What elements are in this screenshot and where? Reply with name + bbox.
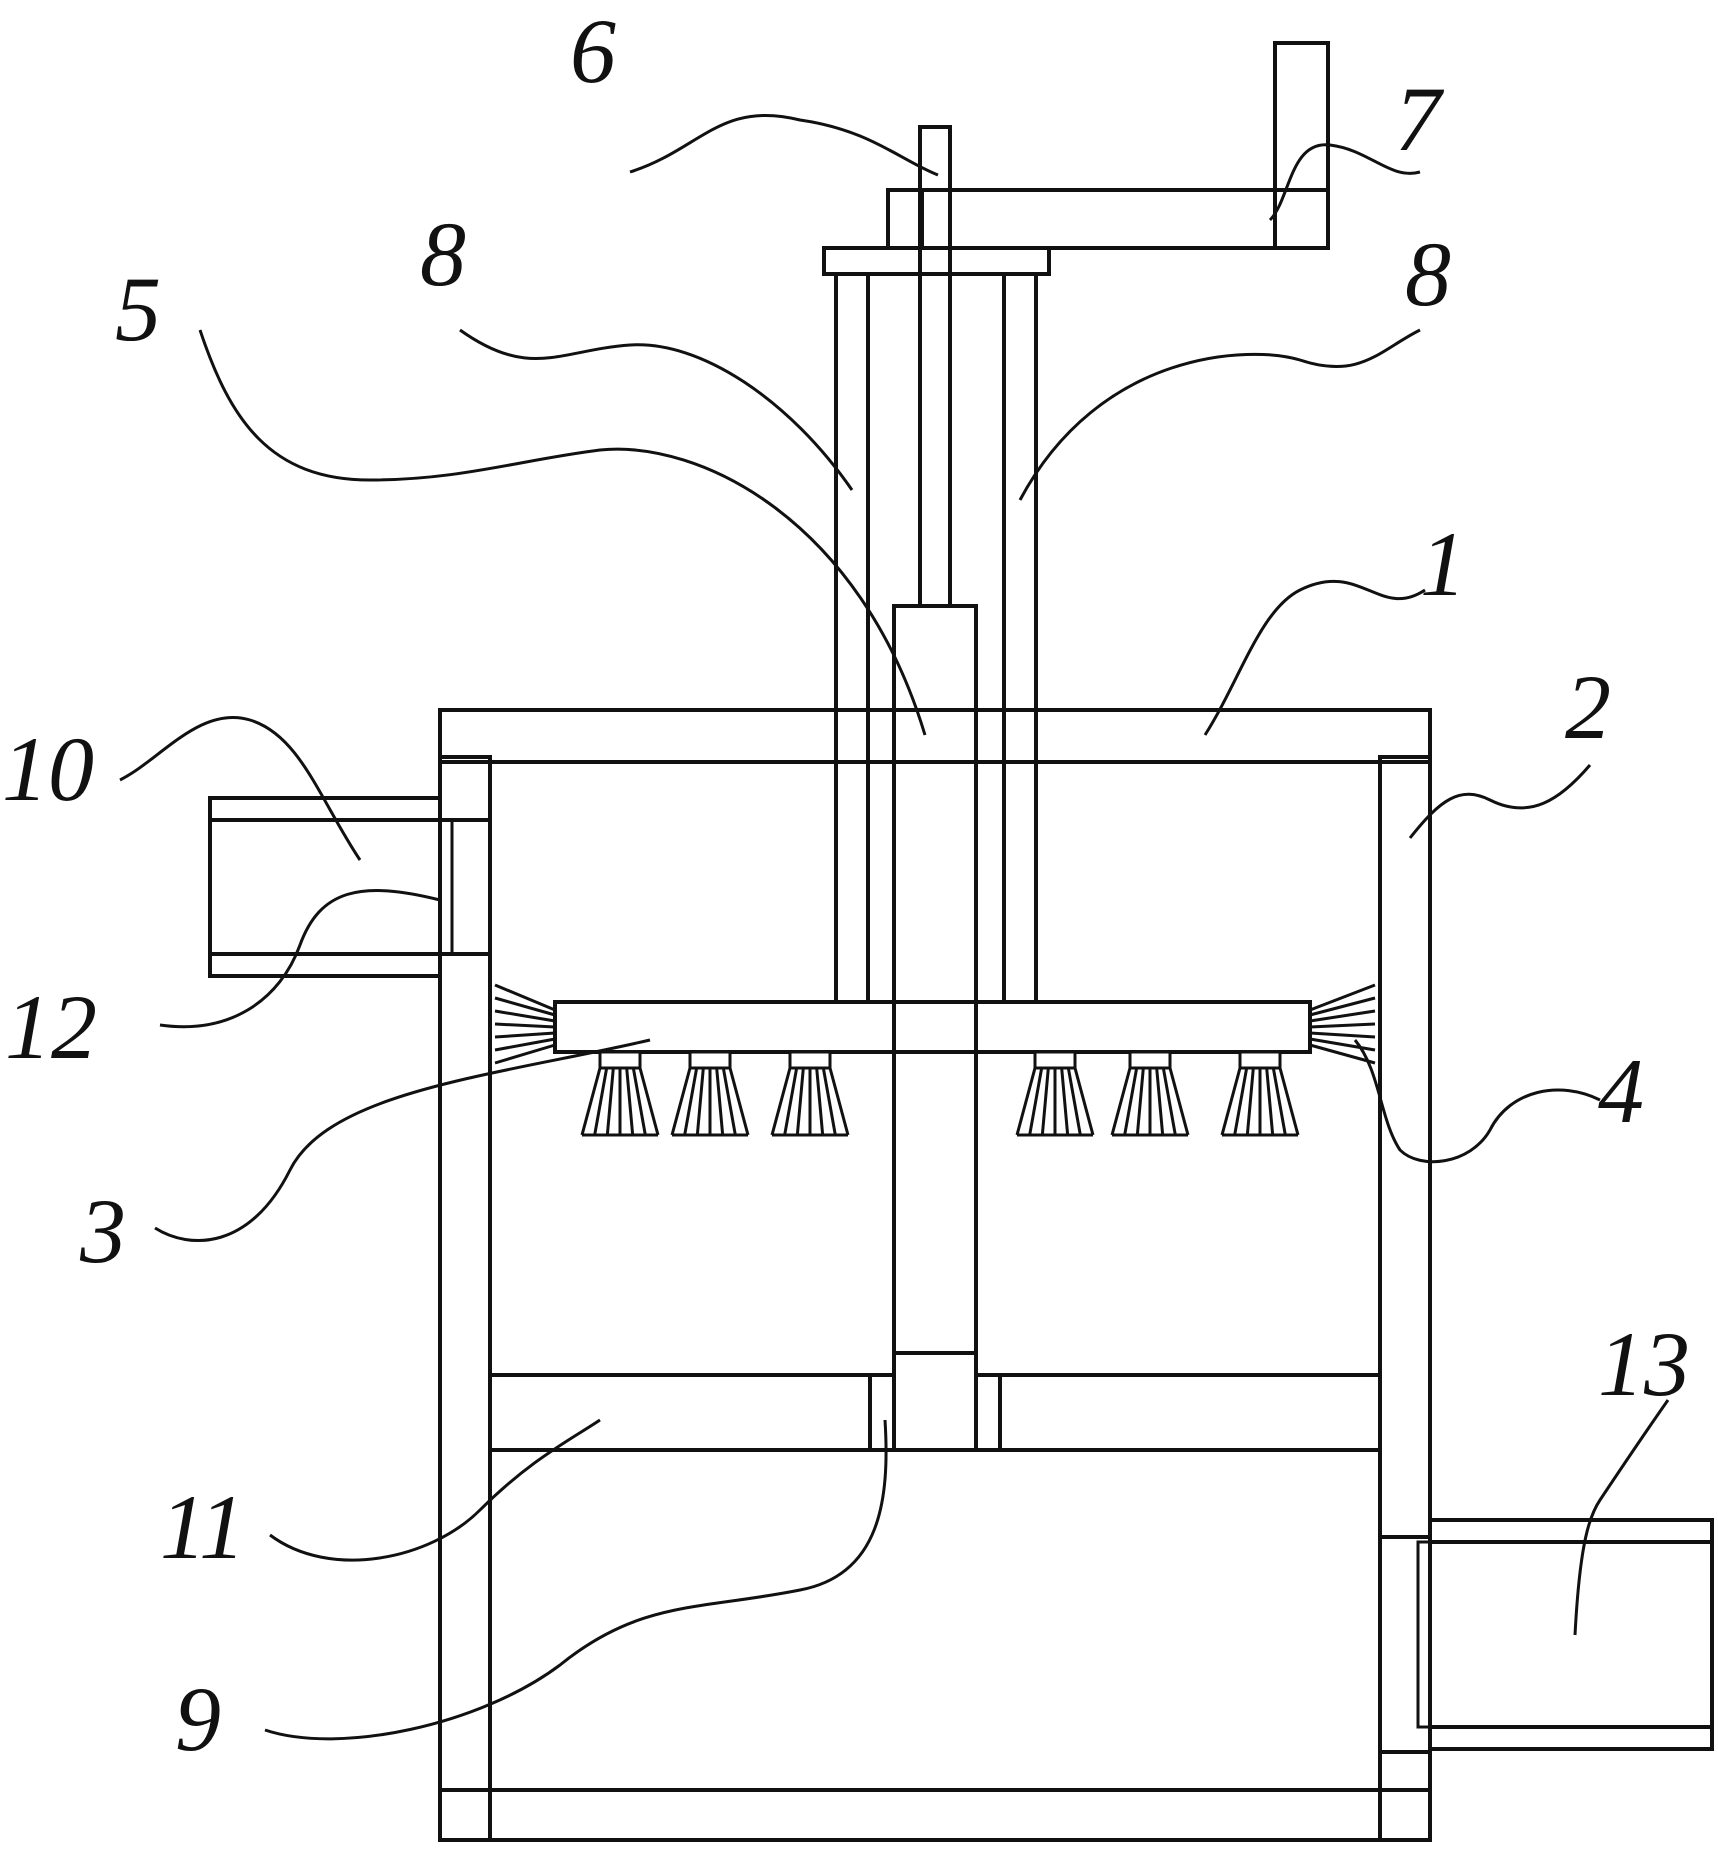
- outlet-pipe-bottom-wall: [1428, 1725, 1714, 1751]
- leader-9: [264, 1419, 888, 1741]
- bottom-brush-tuft: [770, 1050, 850, 1137]
- filter-layer-left: [488, 1373, 872, 1452]
- label-4: 4: [1598, 1040, 1644, 1142]
- outlet-pipe: [1378, 1518, 1714, 1754]
- outlet-pipe-top-wall: [1428, 1518, 1714, 1544]
- leader-11: [269, 1418, 601, 1562]
- leader-12: [159, 889, 441, 1029]
- housing-right-wall-lower: [1378, 1750, 1432, 1842]
- housing-right-wall-upper: [1378, 755, 1432, 1539]
- leader-8a: [459, 328, 854, 491]
- label-12: 12: [5, 976, 97, 1078]
- outlet-opening: [1378, 1535, 1432, 1754]
- crank-arm: [886, 188, 1330, 250]
- leader-6: [629, 114, 939, 177]
- shaft-collar: [886, 188, 924, 250]
- leader-13: [1573, 1399, 1670, 1636]
- housing-body: [438, 755, 1432, 1842]
- filter-layer-right: [998, 1373, 1382, 1452]
- label-8a: 8: [420, 203, 466, 305]
- screw-rod-upper: [892, 604, 978, 712]
- inlet-pipe: [208, 796, 492, 978]
- bearing-seat: [868, 1373, 1002, 1452]
- guide-rod-left: [834, 272, 870, 1004]
- label-3: 3: [79, 1180, 126, 1282]
- screw-thread: [892, 708, 978, 1355]
- side-brush-left: [494, 983, 556, 1065]
- housing-left-wall: [438, 760, 492, 1842]
- bottom-brushes: [580, 1050, 1300, 1137]
- label-2: 2: [1565, 656, 1611, 758]
- label-8b: 8: [1405, 223, 1451, 325]
- bottom-brush-tuft: [1110, 1050, 1190, 1137]
- guide-rod-right: [1002, 272, 1038, 1004]
- leader-lines: [119, 114, 1670, 1741]
- label-13: 13: [1598, 1313, 1690, 1415]
- inlet-pipe-bottom-wall: [208, 952, 442, 978]
- label-9: 9: [175, 1668, 221, 1770]
- housing-left-wall-upper: [438, 755, 492, 822]
- part-labels: 1 2 3 4 5 6 7 8 8 9 10 11 12 13: [2, 0, 1690, 1770]
- inlet-opening: [438, 818, 492, 956]
- guide-rods: [834, 272, 1038, 1004]
- leader-10: [119, 716, 362, 861]
- top-cover: [438, 708, 1432, 764]
- screw-rod-lower: [892, 1351, 978, 1452]
- shaft-top: [918, 125, 952, 250]
- screw-rod: [892, 604, 978, 1452]
- leader-3: [154, 1038, 651, 1243]
- label-10: 10: [2, 718, 94, 820]
- label-5: 5: [115, 258, 161, 360]
- leader-7: [1268, 143, 1421, 222]
- side-brushes: [494, 983, 1376, 1065]
- leader-2: [1408, 764, 1592, 839]
- inlet-filter-screen: [438, 818, 454, 956]
- outlet-filter-screen: [1416, 1540, 1432, 1729]
- label-6: 6: [570, 0, 616, 102]
- bottom-brush-tuft: [670, 1050, 750, 1137]
- central-shaft: [918, 125, 952, 608]
- brush-bar: [553, 1000, 1312, 1054]
- filter-layer: [488, 1373, 1382, 1452]
- leader-4: [1353, 1039, 1601, 1164]
- housing-interior: [488, 760, 1382, 1792]
- housing-bottom-wall: [438, 1788, 1432, 1842]
- bottom-brush-tuft: [1220, 1050, 1300, 1137]
- label-11: 11: [160, 1476, 245, 1578]
- crank-handle: [886, 41, 1330, 250]
- side-brush-right: [1309, 983, 1376, 1065]
- top-plate: [822, 246, 1051, 276]
- bottom-brush-tuft: [580, 1050, 660, 1137]
- brush-bar-hub: [892, 1000, 978, 1054]
- label-1: 1: [1420, 513, 1466, 615]
- leader-5: [198, 329, 927, 736]
- label-7: 7: [1395, 68, 1445, 170]
- leader-8b: [1018, 328, 1421, 501]
- leader-1: [1203, 579, 1426, 736]
- bottom-brush-tuft: [1015, 1050, 1095, 1137]
